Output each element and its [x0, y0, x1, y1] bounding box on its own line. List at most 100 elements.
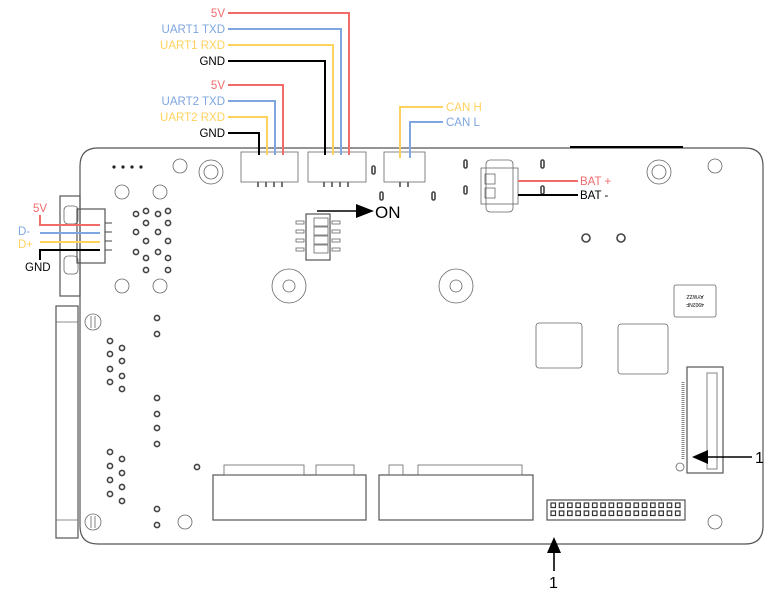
- header-pin: [658, 502, 665, 509]
- header-pin: [625, 502, 631, 509]
- uart2-wires: [228, 84, 284, 155]
- via: [154, 248, 162, 256]
- header-pin: [550, 510, 557, 517]
- header-pin: [641, 510, 648, 517]
- via: [106, 462, 114, 470]
- header-pin: [558, 502, 565, 509]
- via: [164, 254, 172, 262]
- via: [142, 207, 150, 215]
- via: [118, 497, 126, 505]
- via: [106, 350, 114, 358]
- uart1-txd-label: UART1 TXD: [162, 24, 225, 36]
- header-pin: [633, 502, 640, 509]
- via: [142, 237, 150, 245]
- via: [118, 357, 126, 365]
- header-pin: [558, 510, 565, 517]
- via: [132, 228, 140, 236]
- small-components: [371, 159, 626, 243]
- via: [153, 410, 161, 418]
- header-pin: [575, 502, 582, 509]
- pin1-arrow-fpc: [692, 450, 752, 464]
- chip-marking: AYWZZ 4902NF: [686, 293, 704, 307]
- uart2-connector: [240, 151, 299, 187]
- via: [106, 378, 114, 386]
- pin1-label-gpio: 1: [549, 575, 558, 592]
- via-field: [106, 207, 201, 529]
- header-pin: [600, 510, 606, 517]
- header-pin: [591, 510, 598, 517]
- via: [142, 254, 150, 262]
- chips: [535, 284, 717, 375]
- on-arrow: [317, 204, 374, 218]
- header-pin: [641, 502, 648, 509]
- via: [153, 521, 161, 529]
- via: [132, 210, 140, 218]
- via: [153, 424, 161, 432]
- header-pin: [566, 510, 573, 517]
- pin1-arrow-gpio: [547, 537, 561, 571]
- can-wires: [399, 106, 443, 158]
- header-pin: [658, 510, 665, 517]
- can-l-label: CAN L: [446, 117, 480, 129]
- chip-marking-line1: AYWZZ: [686, 293, 703, 299]
- dip-on-label: ON: [375, 203, 401, 222]
- via: [153, 440, 161, 448]
- via: [153, 330, 161, 338]
- usb-dminus-label: D-: [18, 226, 30, 238]
- header-pin: [674, 502, 681, 509]
- header-pin: [616, 502, 623, 509]
- via: [164, 266, 172, 274]
- header-pin: [575, 510, 582, 517]
- led-indicators: [112, 165, 143, 169]
- header-pin: [608, 510, 615, 517]
- header-pin: [649, 510, 656, 517]
- uart1-5v-label: 5V: [211, 8, 225, 20]
- uart2-rxd-label: UART2 RXD: [160, 112, 225, 124]
- can-connector: [383, 151, 426, 187]
- via: [106, 365, 114, 373]
- usb-dplus-label: D+: [18, 239, 33, 251]
- via: [132, 248, 140, 256]
- side-bracket: [55, 305, 79, 539]
- via: [106, 476, 114, 484]
- via: [153, 394, 161, 402]
- chip-marking-line2: 4902NF: [686, 301, 704, 307]
- via: [106, 490, 114, 498]
- mounting-holes: [84, 158, 723, 531]
- uart1-gnd-label: GND: [199, 56, 225, 68]
- battery-wires: [518, 180, 578, 196]
- header-pin: [625, 510, 631, 517]
- uart2-txd-label: UART2 TXD: [162, 96, 225, 108]
- bat-minus-label: BAT -: [580, 190, 608, 202]
- header-pin: [550, 502, 557, 509]
- header-pin: [666, 502, 673, 509]
- header-pin: [591, 502, 598, 509]
- header-pin: [583, 502, 590, 509]
- m2-slot-left: [212, 464, 367, 521]
- via: [118, 455, 126, 463]
- dip-switch: [295, 213, 341, 261]
- battery-connector: [480, 159, 519, 213]
- header-pin: [649, 502, 656, 509]
- via: [118, 372, 126, 380]
- via: [118, 344, 126, 352]
- header-pin: [566, 502, 573, 509]
- usb-connector: [76, 208, 112, 264]
- header-pin: [583, 510, 590, 517]
- screw-terminals: [114, 184, 168, 294]
- via: [118, 385, 126, 393]
- header-pin: [608, 502, 615, 509]
- gpio-header: [546, 499, 686, 521]
- uart2-5v-label: 5V: [211, 80, 225, 92]
- via: [164, 219, 172, 227]
- usb-wires: [39, 215, 100, 260]
- header-pin: [666, 510, 673, 517]
- via: [142, 219, 150, 227]
- header-pin: [633, 510, 640, 517]
- via: [164, 237, 172, 245]
- bat-plus-label: BAT +: [580, 176, 611, 188]
- via: [142, 266, 150, 274]
- header-pin: [674, 510, 681, 517]
- uart1-wires: [228, 12, 350, 155]
